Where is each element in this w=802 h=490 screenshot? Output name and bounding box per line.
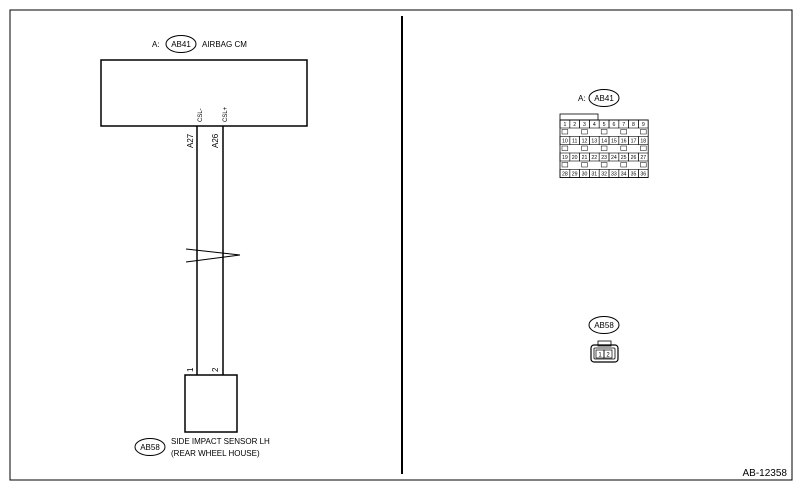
- ab41-key-mark: [581, 145, 588, 151]
- ab41-pin-label: 2: [573, 122, 576, 128]
- ecu-connector-id: AB41: [171, 40, 191, 49]
- ab41-pin-label: 34: [621, 172, 627, 178]
- pin-label-csl-plus: CSL+: [223, 106, 229, 122]
- ab58-id: AB58: [594, 321, 614, 330]
- airbag-cm-header: A: AB41 AIRBAG CM: [152, 35, 247, 53]
- ab41-pin-label: 15: [611, 139, 617, 145]
- ab41-pin-label: 6: [612, 122, 615, 128]
- ab41-pin-label: 21: [582, 155, 588, 161]
- ab41-pin-label: 1: [563, 122, 566, 128]
- ab58-pin-2: 2: [606, 353, 610, 359]
- ab58-housing: [590, 344, 619, 363]
- ab41-pin-label: 7: [622, 122, 625, 128]
- ab41-key-mark: [640, 129, 647, 135]
- ab58-connector-face: 1 2: [590, 340, 619, 363]
- ab41-latch: [559, 113, 599, 121]
- ab41-oval: [588, 89, 620, 107]
- figure-code: AB-12358: [743, 468, 788, 479]
- ab58-pin-cell-2: [603, 349, 613, 359]
- ab41-pin-label: 10: [562, 139, 568, 145]
- ab41-pin-label: 26: [631, 155, 637, 161]
- ab41-key-mark: [561, 129, 569, 135]
- sensor-pin-2: 2: [211, 367, 220, 372]
- ab41-key-mark: [640, 162, 647, 168]
- ab58-oval: [588, 316, 620, 334]
- ab41-pin-label: 27: [640, 155, 646, 161]
- ab58-lock-tab: [597, 340, 612, 347]
- ab41-pin-label: 3: [583, 122, 586, 128]
- ab41-connector-header: A: AB41: [578, 89, 620, 107]
- terminal-a27: A27: [186, 133, 195, 148]
- ab41-key-mark: [581, 162, 588, 168]
- ab41-pin-cell: [638, 152, 649, 162]
- ab41-pin-label: 28: [562, 172, 568, 178]
- ab41-pin-label: 4: [593, 122, 596, 128]
- ab41-pin-label: 16: [621, 139, 627, 145]
- ab41-key-mark: [600, 162, 608, 168]
- ab41-pin-label: 32: [601, 172, 607, 178]
- ab41-key-mark: [640, 145, 647, 151]
- airbag-cm-box: [100, 59, 308, 127]
- ab41-pin-label: 35: [631, 172, 637, 178]
- ab41-key-mark: [620, 145, 627, 151]
- ab41-pin-label: 33: [611, 172, 617, 178]
- ecu-name: AIRBAG CM: [202, 40, 247, 49]
- ecu-prefix: A:: [152, 40, 160, 49]
- ab41-pin-label: 24: [611, 155, 617, 161]
- sensor-connector-oval: [134, 438, 166, 456]
- ab41-pin-cell: [638, 136, 649, 145]
- ab41-pin-label: 20: [572, 155, 578, 161]
- ab41-pin-label: 29: [572, 172, 578, 178]
- twist-marker-top: [185, 248, 241, 256]
- diagram-frame: [9, 9, 793, 481]
- ab58-inner: [593, 347, 616, 360]
- ab41-key-mark: [561, 145, 569, 151]
- ecu-connector-oval: [165, 35, 197, 53]
- sensor-name-line1: SIDE IMPACT SENSOR LH: [171, 437, 270, 446]
- ab41-pin-label: 12: [582, 139, 588, 145]
- ab58-connector-header: AB58: [588, 316, 620, 334]
- terminal-a26: A26: [211, 133, 220, 148]
- ab41-prefix: A:: [578, 94, 586, 103]
- ab41-pin-label: 36: [640, 172, 646, 178]
- pin-label-csl-minus: CSL-: [198, 108, 204, 122]
- side-impact-sensor-box: [184, 374, 238, 433]
- ab41-pin-label: 18: [640, 139, 646, 145]
- ab41-key-mark: [600, 145, 608, 151]
- twisted-pair-wires: [185, 126, 241, 375]
- ab41-pin-label: 17: [631, 139, 637, 145]
- ab41-id: AB41: [594, 94, 614, 103]
- ab41-housing: [559, 119, 649, 178]
- sensor-pin-1: 1: [186, 367, 195, 372]
- ab41-pin-label: 11: [572, 139, 577, 145]
- ab41-key-mark: [581, 129, 588, 135]
- sensor-connector-id: AB58: [140, 443, 160, 452]
- ab41-pin-label: 23: [601, 155, 607, 161]
- sensor-label: AB58 SIDE IMPACT SENSOR LH (REAR WHEEL H…: [134, 437, 270, 458]
- ab41-pin-label: 14: [601, 139, 607, 145]
- twist-marker-bottom: [185, 254, 241, 263]
- sensor-name-line2: (REAR WHEEL HOUSE): [171, 449, 260, 458]
- ab41-pin-label: 13: [591, 139, 597, 145]
- ab41-pin-label: 19: [562, 155, 568, 161]
- ab41-pin-label: 30: [582, 172, 588, 178]
- ab41-key-mark: [600, 129, 608, 135]
- ab41-pin-label: 5: [603, 122, 606, 128]
- ab41-pin-cell: [638, 169, 649, 178]
- ab41-pin-cell: [638, 119, 649, 129]
- ab41-key-mark: [561, 162, 569, 168]
- ab41-key-mark: [620, 162, 627, 168]
- ab41-pin-label: 8: [632, 122, 635, 128]
- ab41-pin-label: 22: [591, 155, 597, 161]
- ab41-key-mark: [620, 129, 627, 135]
- ab41-pin-label: 9: [642, 122, 645, 128]
- ab41-pin-label: 31: [591, 172, 597, 178]
- ab41-pin-label: 25: [621, 155, 627, 161]
- ab58-pin-1: 1: [598, 353, 602, 359]
